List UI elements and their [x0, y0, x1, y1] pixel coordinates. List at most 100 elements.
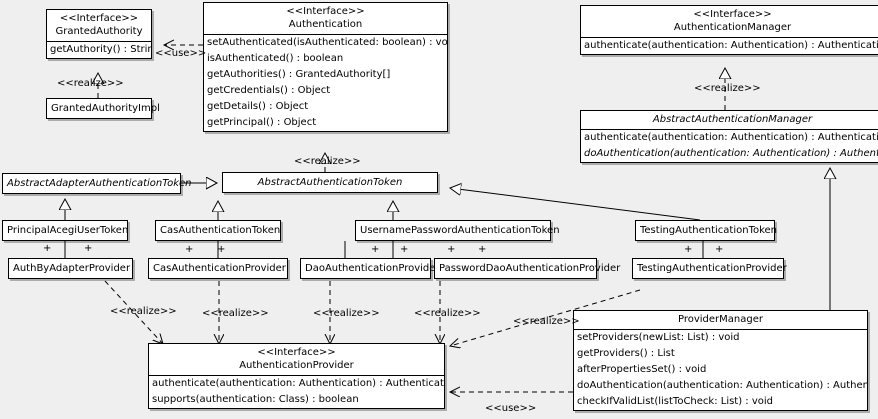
class-provider-manager[interactable]: ProviderManager setProviders(newList: Li…: [573, 310, 868, 411]
class-name: GrantedAuthorityImpl: [51, 103, 160, 114]
association-marker-plus: +: [185, 244, 194, 255]
operation: authenticate(authentication: Authenticat…: [152, 378, 444, 389]
class-name: AuthByAdapterProvider: [13, 263, 131, 274]
operation: getAuthorities() : GrantedAuthority[]: [207, 69, 391, 80]
association-marker-plus: +: [447, 244, 456, 255]
class-stereotype: <<Interface>>: [286, 6, 365, 17]
association-marker-plus: +: [715, 244, 724, 255]
edge-label-realize-auth-by-adapter: <<realize>>: [110, 306, 177, 317]
edge-label-realize-cas-provider: <<realize>>: [202, 308, 269, 319]
class-name: CasAuthenticationToken: [160, 225, 281, 236]
class-header: GrantedAuthorityImpl: [47, 99, 160, 118]
class-name: TestingAuthenticationProvider: [637, 263, 787, 274]
class-password-dao-authentication-provider[interactable]: PasswordDaoAuthenticationProvider: [434, 258, 621, 279]
operation: checkIfValidList(listToCheck: List) : vo…: [577, 396, 774, 407]
class-name: AuthenticationProvider: [239, 360, 354, 371]
class-name: AbstractAuthenticationToken: [257, 177, 403, 188]
class-name: TestingAuthenticationToken: [640, 225, 778, 236]
edge-label-realize-granted-authority: <<realize>>: [57, 78, 124, 89]
class-header: TestingAuthenticationToken: [636, 221, 778, 240]
class-header: TestingAuthenticationProvider: [633, 259, 787, 278]
class-header: AbstractAuthenticationToken: [223, 173, 437, 192]
association-marker-plus: +: [217, 244, 226, 255]
class-header: AbstractAuthenticationManager: [581, 111, 878, 129]
association-marker-plus: +: [84, 243, 93, 254]
class-name: UsernamePasswordAuthenticationToken: [360, 225, 560, 236]
class-header: AuthByAdapterProvider: [9, 259, 132, 278]
class-header: PrincipalAcegiUserToken: [3, 221, 129, 240]
association-marker-plus: +: [478, 244, 487, 255]
class-abstract-authentication-token[interactable]: AbstractAuthenticationToken: [222, 172, 438, 193]
operation: authenticate(authentication: Authenticat…: [584, 40, 878, 51]
class-authentication-provider[interactable]: <<Interface>> AuthenticationProvider aut…: [148, 343, 445, 409]
association-marker-plus: +: [400, 244, 409, 255]
class-granted-authority[interactable]: <<Interface>> GrantedAuthority getAuthor…: [46, 9, 152, 59]
class-cas-authentication-provider[interactable]: CasAuthenticationProvider: [148, 258, 288, 279]
class-authentication-manager[interactable]: <<Interface>> AuthenticationManager auth…: [580, 5, 878, 55]
class-auth-by-adapter-provider[interactable]: AuthByAdapterProvider: [8, 258, 133, 279]
association-marker-plus: +: [684, 244, 693, 255]
operation: authenticate(authentication: Authenticat…: [584, 132, 878, 143]
operations-compartment: authenticate(authentication: Authenticat…: [581, 37, 878, 54]
class-name: PasswordDaoAuthenticationProvider: [439, 263, 621, 274]
class-principal-acegi-user-token[interactable]: PrincipalAcegiUserToken: [2, 220, 128, 241]
operation: afterPropertiesSet() : void: [577, 364, 707, 375]
edge-label-realize-dao-provider: <<realize>>: [313, 308, 380, 319]
class-authentication[interactable]: <<Interface>> Authentication setAuthenti…: [203, 2, 448, 132]
operation: doAuthentication(authentication: Authent…: [584, 148, 878, 159]
class-stereotype: <<Interface>>: [257, 347, 336, 358]
class-header: ProviderManager: [574, 311, 867, 329]
class-header: PasswordDaoAuthenticationProvider: [435, 259, 621, 278]
class-stereotype: <<Interface>>: [59, 13, 139, 24]
class-name: PrincipalAcegiUserToken: [7, 225, 129, 236]
class-testing-authentication-provider[interactable]: TestingAuthenticationProvider: [632, 258, 787, 279]
operation: getAuthority() : String: [50, 44, 151, 55]
operation: setAuthenticated(isAuthenticated: boolea…: [207, 37, 447, 48]
operation: getProviders() : List: [577, 348, 675, 359]
association-marker-plus: +: [43, 243, 52, 254]
operations-compartment: authenticate(authentication: Authenticat…: [581, 129, 878, 162]
class-username-password-authentication-token[interactable]: UsernamePasswordAuthenticationToken: [355, 220, 560, 241]
class-name: GrantedAuthority: [55, 26, 143, 37]
class-name: ProviderManager: [677, 314, 763, 325]
class-header: <<Interface>> AuthenticationManager: [581, 6, 878, 37]
class-dao-authentication-provider[interactable]: DaoAuthenticationProvider: [300, 258, 440, 279]
class-testing-authentication-token[interactable]: TestingAuthenticationToken: [635, 220, 778, 241]
class-name: AuthenticationManager: [673, 22, 792, 33]
edge-label-realize-authentication-token: <<realize>>: [294, 156, 361, 167]
operations-compartment: getAuthority() : String: [47, 41, 151, 58]
edge-label-realize-password-dao-provider: <<realize>>: [414, 308, 481, 319]
class-header: UsernamePasswordAuthenticationToken: [356, 221, 560, 240]
class-header: <<Interface>> GrantedAuthority: [47, 10, 151, 41]
class-granted-authority-impl[interactable]: GrantedAuthorityImpl: [46, 98, 160, 119]
edge-label-use-top: <<use>>: [155, 48, 207, 59]
operation: supports(authentication: Class) : boolea…: [152, 394, 359, 405]
edge-label-use-bottom: <<use>>: [485, 403, 537, 414]
class-name: AbstractAuthenticationManager: [652, 114, 813, 125]
class-abstract-adapter-authentication-token[interactable]: AbstractAdapterAuthenticationToken: [2, 173, 192, 194]
operation: setProviders(newList: List) : void: [577, 332, 740, 343]
class-name: DaoAuthenticationProvider: [305, 263, 440, 274]
class-name: AbstractAdapterAuthenticationToken: [7, 178, 192, 189]
edge-label-realize-authentication-manager: <<realize>>: [694, 83, 761, 94]
class-abstract-authentication-manager[interactable]: AbstractAuthenticationManager authentica…: [580, 110, 878, 163]
operation: getPrincipal() : Object: [207, 117, 317, 128]
class-header: DaoAuthenticationProvider: [301, 259, 440, 278]
class-name: Authentication: [288, 19, 363, 30]
association-marker-plus: +: [371, 244, 380, 255]
class-cas-authentication-token[interactable]: CasAuthenticationToken: [155, 220, 281, 241]
class-header: CasAuthenticationToken: [156, 221, 280, 240]
class-header: <<Interface>> Authentication: [204, 3, 447, 34]
operations-compartment: setAuthenticated(isAuthenticated: boolea…: [204, 34, 447, 131]
operation: doAuthentication(authentication: Authent…: [577, 380, 867, 391]
edge-label-realize-testing-provider: <<realize>>: [513, 316, 580, 327]
class-header: CasAuthenticationProvider: [149, 259, 287, 278]
operation: getCredentials() : Object: [207, 85, 331, 96]
class-header: <<Interface>> AuthenticationProvider: [149, 344, 444, 375]
operations-compartment: authenticate(authentication: Authenticat…: [149, 375, 444, 408]
class-stereotype: <<Interface>>: [693, 9, 772, 20]
operation: isAuthenticated() : boolean: [207, 53, 344, 64]
class-header: AbstractAdapterAuthenticationToken: [3, 174, 192, 193]
operation: getDetails() : Object: [207, 101, 309, 112]
